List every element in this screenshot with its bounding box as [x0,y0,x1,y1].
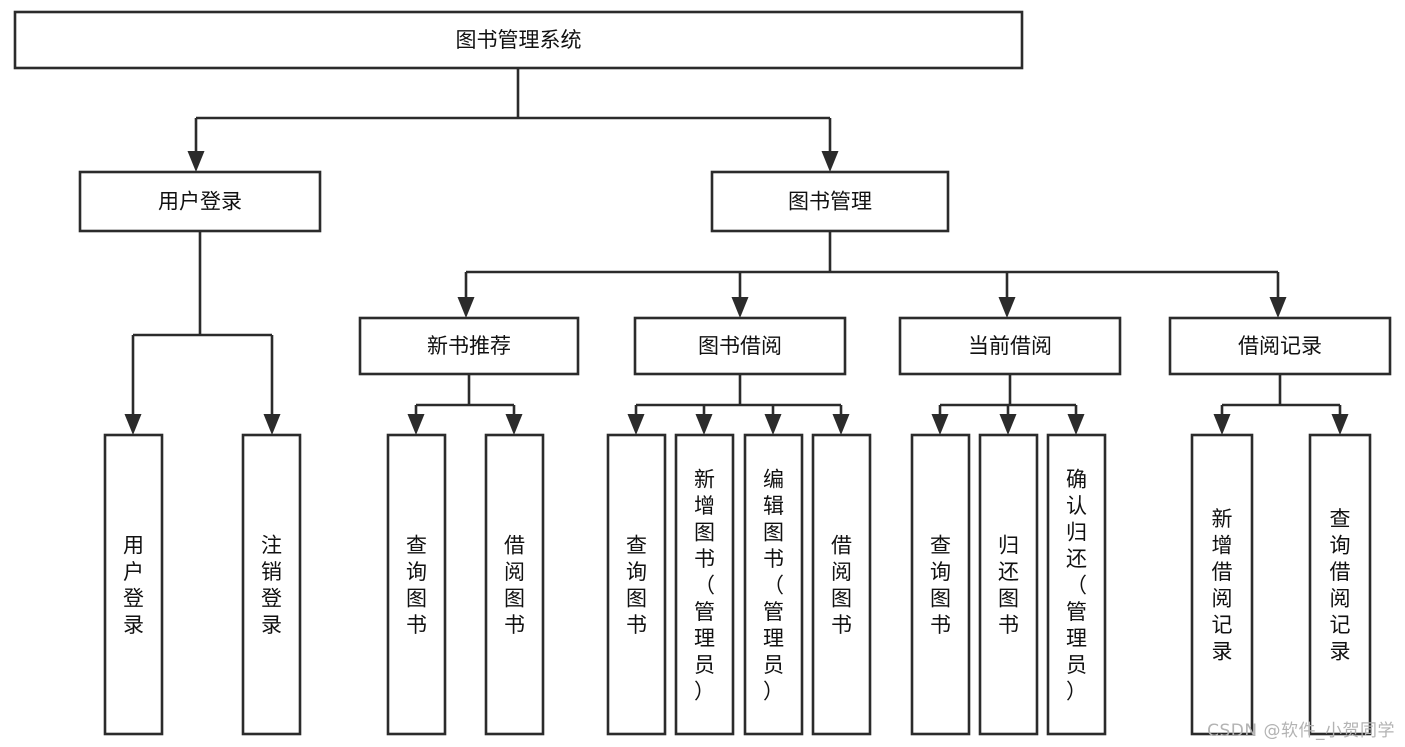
node-root[interactable]: 图书管理系统 [13,10,1024,70]
node-borrow-record[interactable]: 借阅记录 [1168,316,1392,376]
node-label: 查询图书 [626,534,647,638]
node-label: 借阅记录 [1238,334,1322,358]
node-current-borrow[interactable]: 当前借阅 [898,316,1122,376]
node-user-login[interactable]: 用户登录 [78,170,322,233]
node-label: 图书管理系统 [456,28,582,52]
node-label: 查询图书 [406,534,427,638]
node-leaf-query-book-new[interactable]: 查询图书 [386,433,447,736]
node-leaf-logout[interactable]: 注销登录 [241,433,302,736]
connector-layer [124,68,1349,435]
node-leaf-query-book-current[interactable]: 查询图书 [910,433,971,736]
node-label: 借阅图书 [504,534,525,638]
node-label: 用户登录 [158,190,242,214]
connector-root-bus [187,68,839,172]
node-new-book-recommend[interactable]: 新书推荐 [358,316,580,376]
node-label: 查询借阅记录 [1330,507,1351,664]
node-book-management[interactable]: 图书管理 [710,170,950,233]
node-leaf-confirm-return[interactable]: 确认归还（管理员） [1046,433,1107,736]
node-label: 注销登录 [261,534,282,638]
node-label: 新增图书（管理员） [694,467,715,703]
node-leaf-return-book[interactable]: 归还图书 [978,433,1039,736]
node-label: 图书管理 [788,190,872,214]
connector-book-management-bus [457,231,1287,318]
connector-user-login-bus [124,231,281,435]
node-leaf-query-borrow-record[interactable]: 查询借阅记录 [1308,433,1372,736]
connector-current-borrow-bus [931,374,1085,435]
node-label: 归还图书 [998,534,1019,638]
node-label: 图书借阅 [698,334,782,358]
node-label: 新书推荐 [427,334,511,358]
node-label: 用户登录 [123,534,144,638]
node-label: 新增借阅记录 [1212,507,1233,664]
node-label: 借阅图书 [831,534,852,638]
node-label: 当前借阅 [968,334,1052,358]
node-leaf-borrow-book[interactable]: 借阅图书 [811,433,872,736]
node-leaf-query-book-borrow[interactable]: 查询图书 [606,433,667,736]
node-label: 查询图书 [930,534,951,638]
node-leaf-add-book[interactable]: 新增图书（管理员） [674,433,735,736]
connector-borrow-record-bus [1213,374,1349,435]
node-leaf-edit-book[interactable]: 编辑图书（管理员） [743,433,804,736]
node-label: 编辑图书（管理员） [763,467,784,703]
connector-new-book-bus [407,374,523,435]
node-layer: 图书管理系统用户登录图书管理新书推荐图书借阅当前借阅借阅记录用户登录注销登录查询… [13,10,1392,736]
node-book-borrow[interactable]: 图书借阅 [633,316,847,376]
node-leaf-borrow-book-new[interactable]: 借阅图书 [484,433,545,736]
connector-book-borrow-bus [627,374,850,435]
node-leaf-add-borrow-record[interactable]: 新增借阅记录 [1190,433,1254,736]
node-label: 确认归还（管理员） [1066,467,1087,703]
node-leaf-user-login[interactable]: 用户登录 [103,433,164,736]
